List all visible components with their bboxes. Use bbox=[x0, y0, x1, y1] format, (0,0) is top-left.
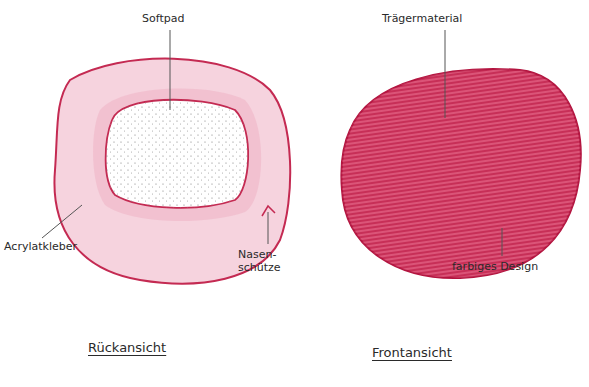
part-label: Softpad bbox=[142, 12, 184, 25]
part-label: farbiges Design bbox=[452, 260, 538, 273]
leader-line bbox=[42, 205, 82, 238]
leader-line bbox=[268, 212, 269, 244]
view-caption: Frontansicht bbox=[372, 345, 452, 361]
carrier-material bbox=[341, 69, 580, 278]
adhesive-layer bbox=[54, 59, 290, 284]
part-label: Nasen- schütze bbox=[238, 248, 290, 274]
leader-line bbox=[502, 228, 503, 256]
part-label: Acrylatkleber bbox=[4, 240, 77, 253]
part-label: Trägermaterial bbox=[382, 12, 462, 25]
leader-line bbox=[170, 30, 171, 110]
softpad bbox=[106, 100, 249, 208]
leader-line bbox=[445, 30, 446, 118]
softpad-dots bbox=[106, 100, 249, 208]
colored-design bbox=[341, 69, 580, 278]
adhesive-inner-ring bbox=[93, 89, 261, 222]
view-caption: Rückansicht bbox=[88, 340, 166, 356]
